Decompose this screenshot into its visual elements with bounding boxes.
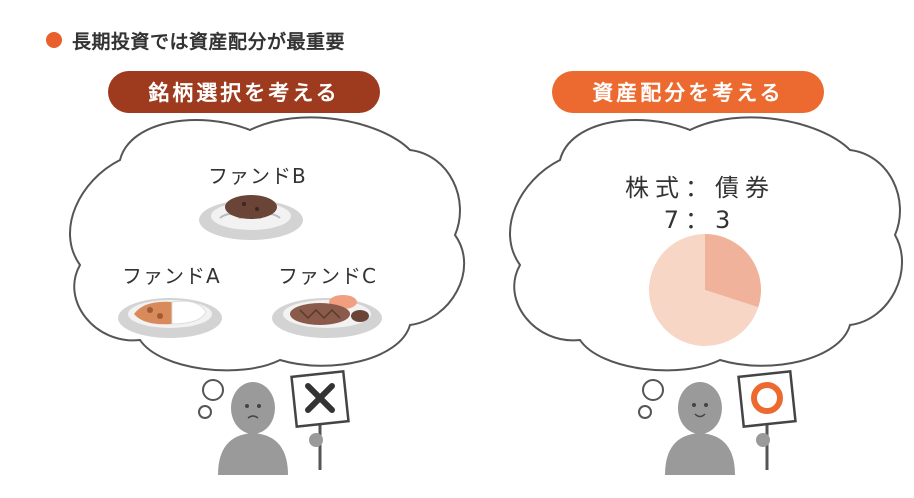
bullet-icon [46, 32, 62, 48]
cross-mark-icon [305, 383, 335, 413]
fund-c-label: ファンドC [278, 264, 377, 288]
pie-slice-株式 [649, 234, 759, 347]
right-panel-title: 資産配分を考える [552, 71, 824, 113]
ratio-values: 7：3 [663, 206, 737, 234]
circle-mark-icon [751, 382, 783, 414]
left-thought-bubble [202, 379, 224, 401]
left-panel-title: 銘柄選択を考える [108, 71, 380, 113]
pie-slice-債券 [705, 234, 761, 308]
left-thought-bubble [198, 405, 212, 419]
curry-rice-icon [118, 298, 222, 338]
right-thought-bubble [638, 405, 652, 419]
header-title: 長期投資では資産配分が最重要 [72, 30, 346, 53]
hamburg-steak-icon [272, 295, 382, 338]
spaghetti-icon [199, 195, 303, 240]
ratio-labels: 株式：債券 [625, 174, 775, 202]
pie-chart [649, 234, 761, 347]
left-thought-cloud [69, 116, 466, 372]
fund-a-label: ファンドA [122, 264, 221, 288]
header: 長期投資では資産配分が最重要 [46, 26, 345, 54]
right-person [665, 370, 797, 475]
fund-b-label: ファンドB [208, 164, 307, 188]
right-thought-bubble [642, 379, 664, 401]
